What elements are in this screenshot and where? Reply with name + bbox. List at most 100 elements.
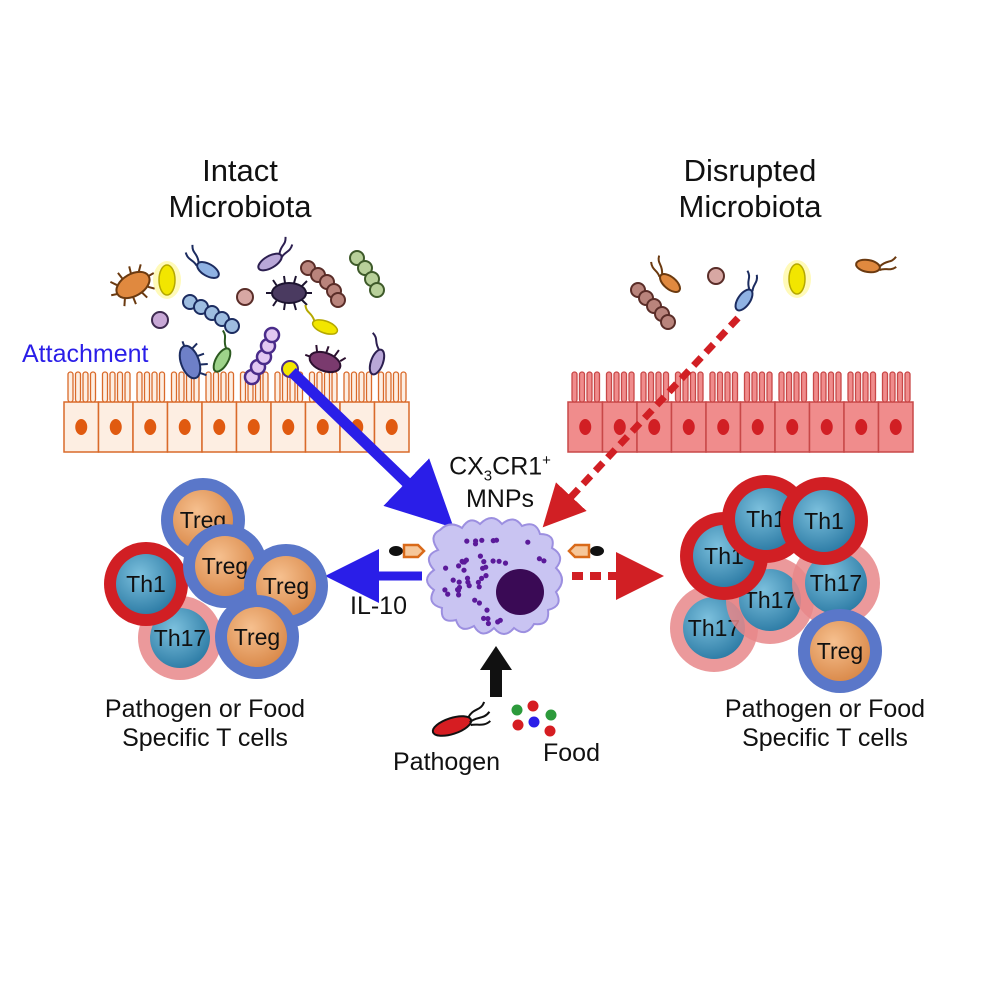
right-tcell-cluster: Th17 Th17 Th17 Th1 Th1 (670, 475, 882, 693)
epithelial-cell (63, 371, 100, 453)
disrupted-title-line1: Disrupted (683, 153, 817, 188)
intact-title-line2: Microbiota (168, 188, 312, 224)
attached-bacterium-icon (212, 329, 232, 373)
granule (473, 538, 479, 544)
disrupted-title: Disrupted Microbiota (640, 153, 860, 224)
tcell-label: Treg (817, 638, 863, 664)
flagellated-bacterium-icon (855, 256, 897, 274)
epithelial-cell (636, 371, 673, 453)
flagellated-bacterium-icon (650, 255, 681, 293)
left-tcell-cluster: Th17 Th1 Treg Treg Treg (104, 478, 328, 680)
epithelial-cell (601, 371, 638, 453)
streptococcus-chain-icon (182, 294, 240, 334)
epithelial-cell (670, 371, 707, 453)
epithelial-cell (373, 371, 410, 453)
intact-title-line1: Intact (202, 153, 278, 188)
mnp-nucleus (496, 569, 544, 615)
attached-bacterium-icon (304, 344, 347, 374)
il10-label: IL-10 (350, 592, 407, 620)
treg-cell: Treg (215, 595, 299, 679)
epithelial-cell (877, 371, 914, 453)
coccus-icon (707, 267, 725, 285)
granule (477, 553, 483, 559)
receptor-icon (567, 543, 604, 559)
disrupted-microbiota-cluster (630, 255, 897, 330)
pathogen-icon (431, 701, 492, 737)
granule (445, 591, 451, 597)
antigen-input-arrow-head (480, 646, 512, 670)
granule (459, 558, 465, 564)
mnp-cell (426, 517, 563, 635)
granule (472, 597, 478, 603)
mnp-label-line2: MNPs (465, 484, 535, 513)
epithelial-cell (201, 371, 238, 453)
th1-cell: Th1 (104, 542, 188, 626)
attached-bacterium-icon (178, 340, 208, 380)
mnp-label-line1: CX3CR1+ (449, 452, 551, 485)
yellow-bacterium-icon (783, 260, 811, 298)
disrupted-epithelium (567, 371, 914, 453)
granule (483, 573, 489, 579)
tolerogenic-sampling-arrow (288, 368, 454, 528)
receptor-icon (389, 543, 426, 559)
left-tcell-caption: Pathogen or Food Specific T cells (75, 695, 335, 753)
flagellated-bacterium-icon (184, 244, 220, 279)
epithelial-cell (132, 371, 169, 453)
pathogen-label: Pathogen (393, 748, 501, 776)
epithelial-cell (567, 371, 604, 453)
granule (485, 616, 491, 622)
epithelial-cell (774, 371, 811, 453)
granule (541, 558, 547, 564)
granule (490, 558, 496, 564)
granule (525, 539, 531, 545)
epithelial-cell (705, 371, 742, 453)
tcell-label: Th17 (154, 625, 206, 651)
streptococcus-chain-icon (300, 260, 346, 308)
granule (456, 563, 462, 569)
treg-cell: Treg (798, 609, 882, 693)
granule (502, 560, 509, 566)
epithelial-cell (97, 371, 134, 453)
granule (475, 579, 481, 585)
granule (490, 538, 496, 544)
granule (485, 620, 491, 627)
granule (481, 559, 487, 565)
tcell-label: Th1 (126, 571, 166, 597)
food-antigen-icon (511, 700, 557, 737)
epithelial-cell (808, 371, 845, 453)
attached-bacterium-icon (368, 332, 386, 376)
tcell-label: Th1 (804, 508, 844, 534)
intact-microbiota-cluster (109, 236, 386, 386)
food-label: Food (543, 739, 600, 767)
right-tcell-caption: Pathogen or Food Specific T cells (695, 695, 955, 753)
left-tcell-caption-line2: Specific T cells (122, 723, 288, 752)
th1-cell: Th1 (780, 477, 868, 565)
spiky-bacterium-icon (109, 264, 155, 307)
streptococcus-chain-icon (349, 250, 385, 298)
granule (450, 577, 456, 583)
granule (479, 575, 485, 582)
flagellated-bacterium-icon (304, 304, 339, 335)
epithelial-cell (235, 371, 272, 453)
left-tcell-caption-line1: Pathogen or Food (104, 695, 306, 723)
epithelial-cell (843, 371, 880, 453)
intact-title: Intact Microbiota (140, 153, 340, 224)
mnp-membrane (426, 517, 563, 635)
granule (476, 584, 482, 590)
mnp-label: CX3CR1+ MNPs (420, 452, 580, 513)
granule (456, 584, 463, 591)
tcell-label: Treg (202, 553, 248, 579)
granule (456, 579, 462, 585)
granule (497, 617, 503, 623)
tcell-label: Th1 (746, 506, 786, 532)
tcell-label: Treg (263, 573, 309, 599)
attached-chain-icon (243, 326, 281, 386)
disrupted-title-line2: Microbiota (678, 188, 822, 224)
granule (443, 565, 449, 571)
granule (481, 615, 487, 622)
inflammatory-sampling-arrow (542, 315, 741, 528)
granule (479, 537, 485, 543)
granule (461, 567, 467, 573)
attachment-label: Attachment (22, 340, 149, 368)
